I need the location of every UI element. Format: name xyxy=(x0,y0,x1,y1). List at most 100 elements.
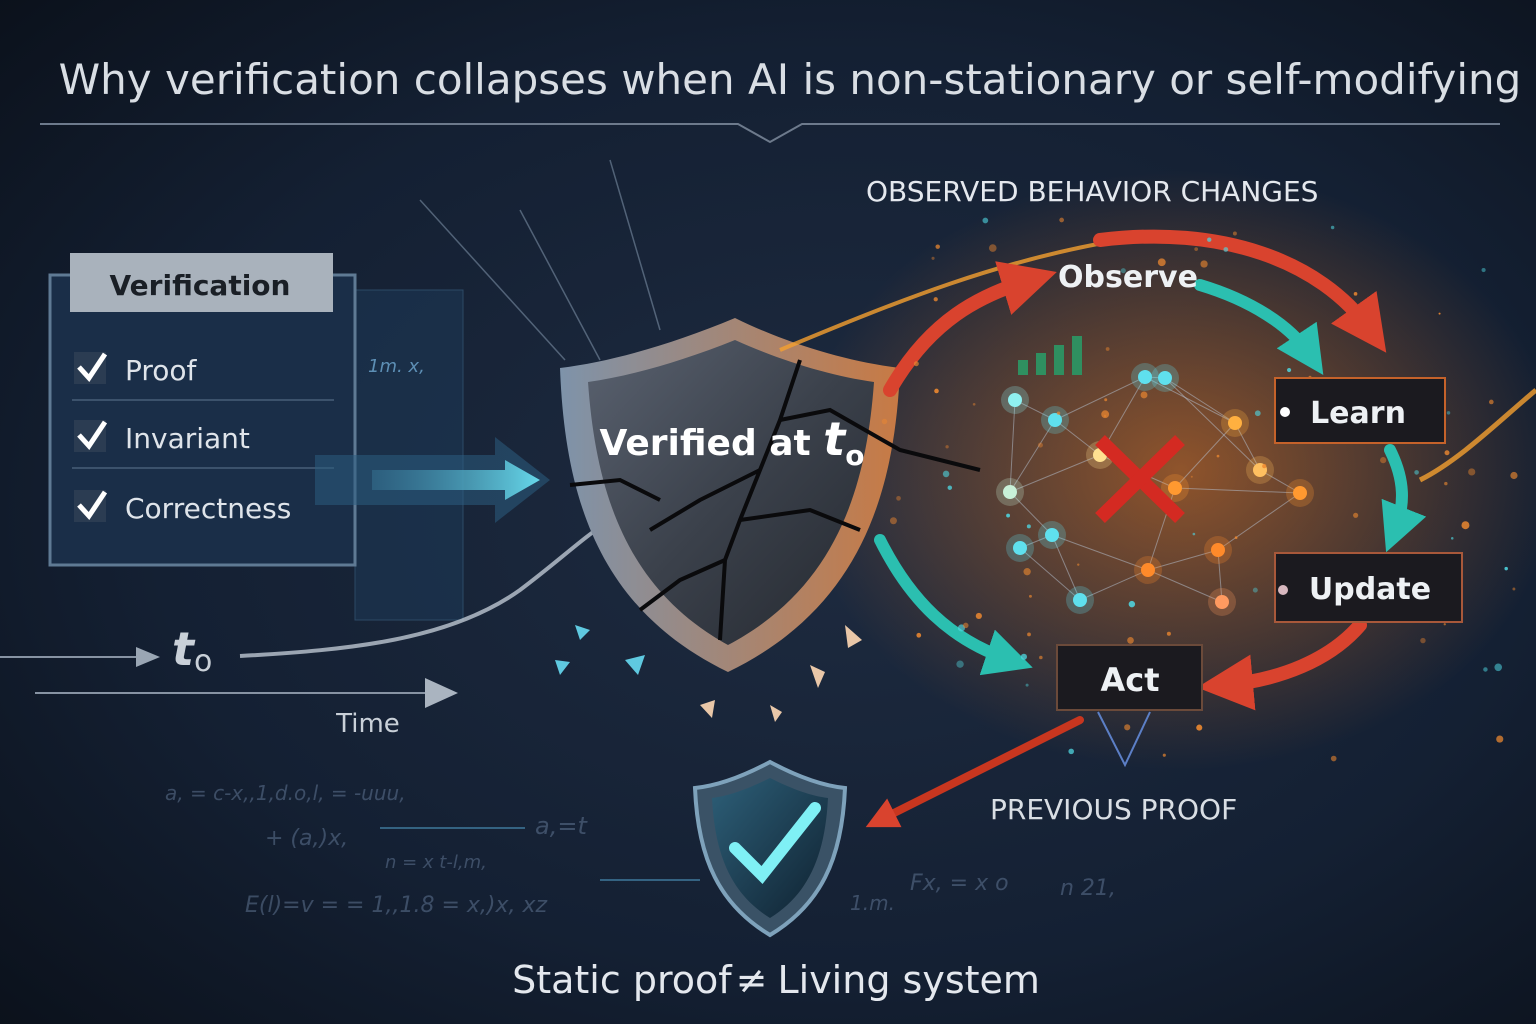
spark-particle xyxy=(988,244,997,252)
spark-particle xyxy=(1194,247,1199,251)
spark-particle xyxy=(1234,536,1238,539)
spark-particle xyxy=(934,388,939,394)
step-learn: Learn xyxy=(1274,377,1446,444)
network-node xyxy=(1013,541,1027,555)
shield-check-icon xyxy=(692,759,848,938)
spark-particle xyxy=(889,517,897,525)
spark-particle xyxy=(1330,225,1335,230)
spark-particle xyxy=(881,418,888,425)
arrow-to-shield xyxy=(372,460,540,500)
t0-label: to xyxy=(172,622,212,679)
formula-text: Fx, = x o xyxy=(910,871,1009,896)
network-node xyxy=(1293,486,1307,500)
spark-particle xyxy=(1128,600,1136,608)
title-divider xyxy=(40,123,1500,144)
spark-particle xyxy=(1023,567,1031,576)
network-node xyxy=(1008,393,1022,407)
spark-particle xyxy=(1468,468,1476,476)
network-node xyxy=(1228,416,1242,430)
formula-text: E(l)=v = = 1,,1.8 = x,)x, xz xyxy=(245,893,547,918)
formula-text: n = x t-l,m, xyxy=(385,852,487,873)
item-label: Correctness xyxy=(125,492,291,525)
network-edge xyxy=(1217,492,1301,551)
spark-particle xyxy=(1025,683,1029,687)
verification-item-proof: Proof xyxy=(74,352,198,387)
spark-particle xyxy=(1488,399,1494,405)
network-edge xyxy=(1174,422,1236,489)
spark-particle xyxy=(942,470,950,478)
spark-particle xyxy=(1028,594,1032,598)
spark-particle xyxy=(1196,724,1203,731)
page-title: Why verification collapses when AI is no… xyxy=(59,55,1522,104)
network-edge xyxy=(1051,534,1149,571)
spark-particle xyxy=(1162,753,1166,757)
pointer-lines xyxy=(1097,711,1151,768)
network-edge xyxy=(1144,376,1236,424)
spark-particle xyxy=(1483,667,1488,672)
drift-curve xyxy=(239,518,612,658)
checkmark-icon xyxy=(77,490,108,521)
cracked-shield: Verified at to xyxy=(560,318,981,672)
spark-particle xyxy=(1443,623,1446,626)
network-edge xyxy=(1217,549,1223,603)
spark-particle xyxy=(933,297,938,302)
network-node xyxy=(1215,595,1229,609)
spark-particle xyxy=(1039,655,1043,660)
formula-text: a, = c-x,,1,d.o,l, = -uuu, xyxy=(165,781,406,805)
spark-particle xyxy=(1027,632,1031,637)
spark-particle xyxy=(1157,258,1166,267)
shield-label: Verified at to xyxy=(599,412,864,472)
spark-particle xyxy=(1444,450,1450,456)
network-node xyxy=(1141,563,1155,577)
spark-particle xyxy=(935,244,940,249)
network-edge xyxy=(1054,419,1101,456)
spark-particle xyxy=(1140,391,1148,399)
network-node xyxy=(1003,485,1017,499)
spark-particle xyxy=(1254,410,1261,417)
formula-fragments: a, = c-x,,1,d.o,l, = -uuu, + (a,)x, n = … xyxy=(165,781,1116,918)
shield-shards xyxy=(555,625,862,722)
spark-particle xyxy=(1232,231,1237,236)
spark-particle xyxy=(1461,521,1470,530)
network-edge xyxy=(1164,377,1236,424)
spark-particle xyxy=(1166,631,1171,636)
verification-item-invariant: Invariant xyxy=(74,420,250,455)
spark-particle xyxy=(1353,512,1359,518)
loop-heading: OBSERVED BEHAVIOR CHANGES xyxy=(866,175,1318,208)
formula-text: n 21, xyxy=(1060,876,1116,901)
spark-particle xyxy=(972,402,976,406)
spark-particle xyxy=(1020,653,1027,660)
spark-particle xyxy=(1200,260,1208,268)
network-node xyxy=(1158,371,1172,385)
spark-particle xyxy=(913,361,919,367)
spark-particle xyxy=(1494,663,1503,672)
network-node xyxy=(1138,370,1152,384)
spark-particle xyxy=(1127,637,1134,644)
network-edge xyxy=(1009,419,1056,493)
network-edge xyxy=(1147,569,1223,603)
checkmark-icon xyxy=(77,352,108,383)
spark-particle xyxy=(916,632,922,638)
spark-particle xyxy=(1056,411,1061,415)
spark-particle xyxy=(1510,471,1518,480)
network-edge xyxy=(1009,491,1053,536)
network-edge xyxy=(1174,487,1301,494)
verification-panel: Verification Proof Invariant Correctness xyxy=(48,253,357,567)
spark-particle xyxy=(1414,470,1419,475)
spark-particle xyxy=(1420,637,1426,644)
spark-particle xyxy=(1120,268,1126,274)
network-node xyxy=(1211,543,1225,557)
spark-particle xyxy=(1446,411,1451,415)
verification-header: Verification xyxy=(110,269,291,302)
network-edge xyxy=(1164,377,1261,471)
step-label: Act xyxy=(1100,661,1159,699)
timeline: to Time xyxy=(0,518,612,739)
spark-particle xyxy=(1216,454,1220,458)
spark-particle xyxy=(1223,247,1229,252)
orange-streak xyxy=(779,238,1121,352)
network-node xyxy=(1168,481,1182,495)
spark-particle xyxy=(982,217,989,224)
spark-particle xyxy=(1504,566,1508,571)
time-axis-label: Time xyxy=(335,709,400,739)
spark-particle xyxy=(1006,513,1011,518)
